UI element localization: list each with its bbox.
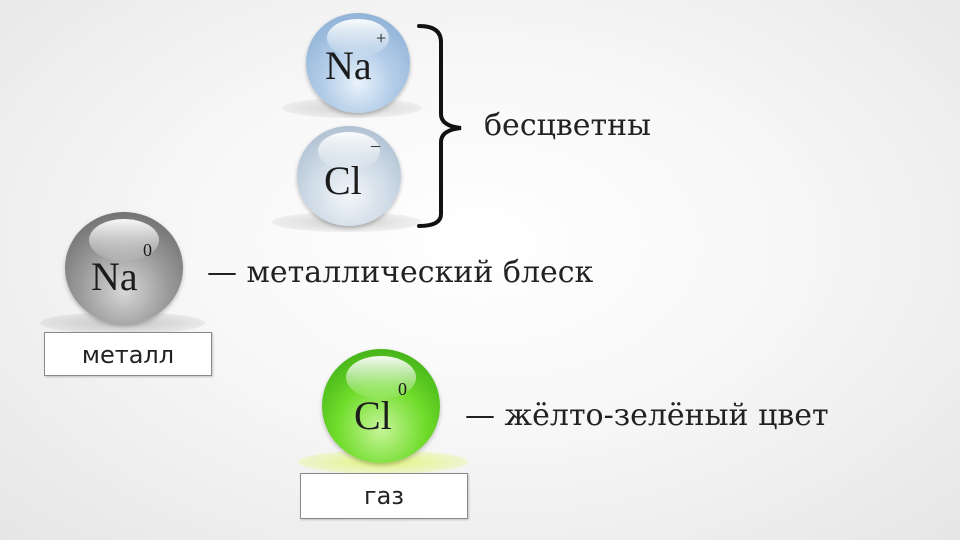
- gas-state-box: газ: [300, 473, 468, 519]
- cl-gas-symbol: Cl: [354, 393, 392, 438]
- colorless-label: бесцветны: [484, 108, 652, 143]
- na-ion-charge: +: [376, 28, 387, 48]
- metal-state-box: металл: [44, 332, 212, 376]
- metal-state-label: металл: [81, 341, 175, 369]
- na-metal-sphere: [65, 212, 183, 324]
- cl-ion-sphere: [297, 126, 401, 226]
- cl-ion-charge: –: [371, 135, 380, 155]
- gas-state-label: газ: [363, 482, 405, 510]
- na-ion-sphere: [306, 13, 410, 113]
- cl-gas-charge: 0: [398, 379, 407, 399]
- na-metal-symbol: Na: [91, 254, 138, 299]
- cl-gas-sphere: [322, 349, 440, 463]
- curly-bracket: [417, 24, 462, 228]
- na-metal-charge: 0: [143, 240, 152, 260]
- na-ion-symbol: Na: [325, 43, 372, 88]
- cl-ion-symbol: Cl: [324, 158, 362, 203]
- metallic-luster-label: — металлический блеск: [207, 255, 594, 290]
- yellow-green-color-label: — жёлто-зелёный цвет: [465, 398, 829, 433]
